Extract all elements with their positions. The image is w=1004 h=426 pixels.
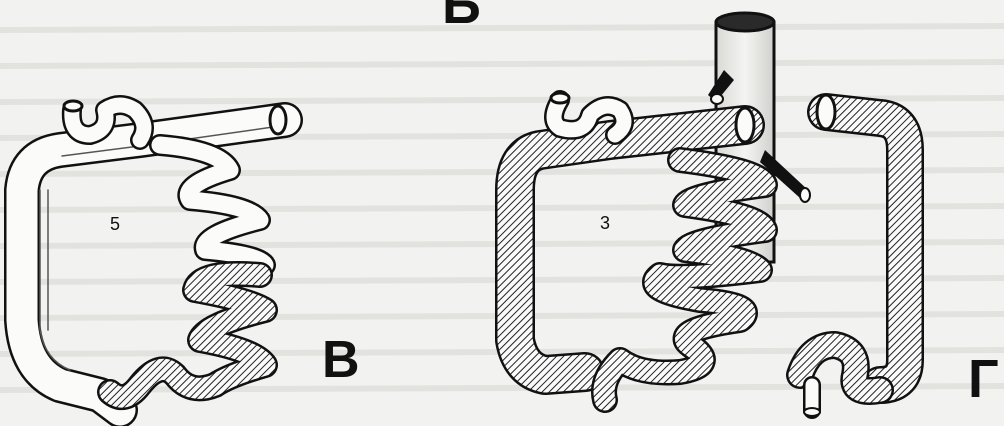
figure-letter-b: Б	[442, 0, 481, 32]
right-intestine-figure	[515, 13, 905, 416]
right-figure-number: 3	[600, 213, 610, 234]
figure-letter-v: В	[322, 334, 360, 386]
right-small-bowel-upper	[554, 100, 624, 135]
left-intestine-figure	[22, 101, 286, 410]
right-small-bowel-coils	[604, 160, 880, 410]
right-cut-end-left	[736, 108, 754, 142]
left-figure-number: 5	[110, 214, 120, 235]
figure-letter-g: Г	[968, 352, 999, 406]
left-small-bowel-lower	[110, 274, 265, 397]
right-cut-end-right	[817, 95, 835, 129]
left-cut-end	[270, 106, 286, 134]
